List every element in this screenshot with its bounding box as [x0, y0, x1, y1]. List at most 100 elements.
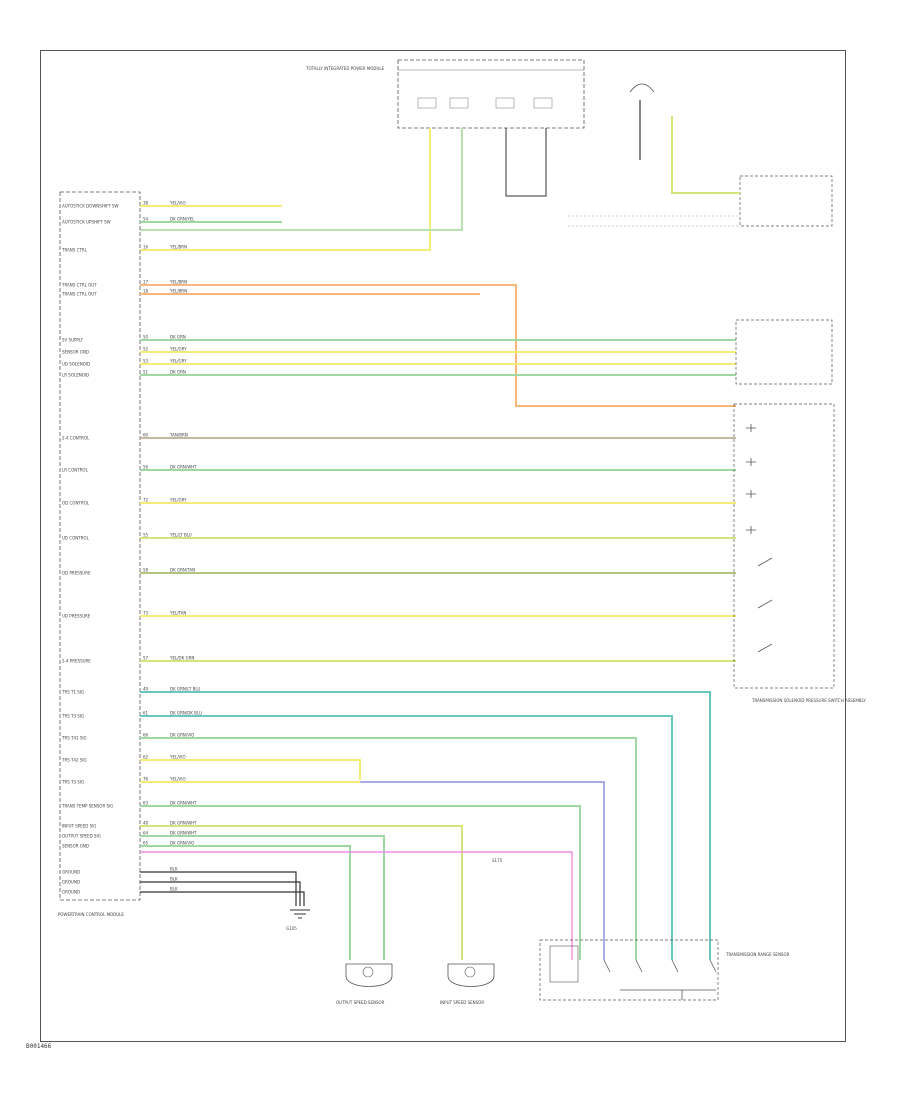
- pcm-pin-label: 2-4 CONTROL: [62, 436, 90, 441]
- wire-color-code: YEL/BRN: [169, 245, 187, 250]
- wire-color-code: TAN/BRN: [169, 433, 188, 438]
- wire-color-code: DK GRN/LT BLU: [170, 687, 200, 692]
- fuse-module-label: TOTALLY INTEGRATED POWER MODULE: [305, 66, 385, 71]
- wire-color-code: DK GRN/WHT: [170, 465, 197, 470]
- pcm-pin-number: 52: [143, 347, 149, 352]
- solenoid-pack-label: TRANSMISSION SOLENOID PRESSURE SWITCH AS…: [751, 698, 866, 703]
- pcm-pin-label: GROUND: [62, 890, 80, 895]
- pcm-pin-label: AUTOSTICK UPSHIFT SW: [62, 220, 111, 225]
- wire-color-code: DK GRN/VIO: [170, 733, 194, 738]
- pcm-pin-number: 64: [143, 831, 149, 836]
- wire-fuse-yellow: [140, 128, 431, 251]
- wire-fuse-blk-1: [505, 128, 547, 197]
- wire-color-code: YEL/BRN: [169, 289, 187, 294]
- diagram-frame: [40, 50, 846, 1042]
- pcm-pin-label: INPUT SPEED SIG: [62, 824, 96, 829]
- trans-temp-box: [549, 945, 579, 983]
- wire-trs-blue: [360, 781, 605, 960]
- wire-color-code: DK GRN/DK BLU: [170, 711, 202, 716]
- wire-color-code: BLK: [170, 867, 178, 872]
- pcm-pin-label: AUTOSTICK DOWNSHIFT SW: [62, 204, 118, 209]
- pcm-pin-number: 57: [143, 656, 149, 661]
- pcm-pin-label: 2-4 PRESSURE: [62, 659, 91, 664]
- pcm-pin-number: 63: [143, 801, 149, 806]
- pcm-pin-label: TRS T1 SIG: [61, 690, 84, 695]
- pcm-pin-number: 61: [143, 711, 149, 716]
- pcm-pin-label: SENSOR GND: [62, 350, 89, 355]
- pcm-pin-number: 62: [143, 755, 149, 760]
- pcm-pin-number: 18: [143, 289, 149, 294]
- wire-color-code: BLK: [170, 887, 178, 892]
- splice-label: S175: [492, 858, 503, 863]
- wire-color-code: DK GRN/WHT: [170, 801, 197, 806]
- trs-sensor-box: [539, 939, 719, 1001]
- wire-color-code: YEL/VIO: [169, 201, 186, 206]
- pcm-pin-number: 53: [143, 359, 149, 364]
- wire-color-code: DK GRN: [170, 335, 186, 340]
- wire-color-code: YEL/VIO: [169, 777, 186, 782]
- wire-trs-yellow: [671, 116, 740, 194]
- wire-color-code: YEL/DK GRN: [169, 656, 194, 661]
- wire-fuse-green: [140, 128, 463, 231]
- pcm-pin-label: SENSOR GND: [62, 844, 89, 849]
- pcm-pin-number: 17: [143, 280, 149, 285]
- wire-trs-t3: [140, 715, 673, 960]
- pcm-pin-label: TRS T42 SIG: [61, 758, 87, 763]
- pcm-pin-number: 50: [143, 335, 149, 340]
- pcm-pin-label: TRANS TEMP SENSOR SIG: [61, 804, 113, 809]
- solenoid-pack-box: [733, 403, 835, 689]
- pcm-pin-label: UD CONTROL: [62, 536, 90, 541]
- wire-trans-ctrl-orange: [140, 284, 736, 407]
- pcm-pin-number: 65: [143, 841, 149, 846]
- pcm-pin-number: 76: [143, 777, 149, 782]
- pcm-pin-number: 49: [143, 687, 149, 692]
- wire-color-code: DK GRN/TAN: [170, 568, 195, 573]
- pcm-pin-label: TRANS CTRL: [61, 248, 88, 253]
- wire-color-code: DK GRN/YEL: [170, 217, 195, 222]
- pcm-pin-label: LR SOLENOID: [62, 373, 89, 378]
- pcm-pin-number: 54: [143, 217, 149, 222]
- pcm-pin-number: 48: [143, 821, 149, 826]
- wire-ground-1: [140, 871, 297, 906]
- wire-color-code: BLK: [170, 877, 178, 882]
- pcm-pin-label: OD CONTROL: [62, 501, 90, 506]
- output-speed-sensor-label: OUTPUT SPEED SENSOR: [336, 1000, 385, 1005]
- pcm-pin-number: 72: [143, 498, 149, 503]
- wire-color-code: YEL/VIO: [169, 755, 186, 760]
- pcm-box: [59, 191, 141, 901]
- wire-color-code: DK GRN/VIO: [170, 841, 194, 846]
- ground-symbol: [290, 909, 310, 919]
- wire-output-speed: [140, 835, 385, 960]
- pcm-pin-number: 56: [143, 465, 149, 470]
- trs-contacts: [603, 959, 717, 1000]
- pcm-pin-number: 38: [143, 201, 149, 206]
- pcm-pin-number: 16: [143, 245, 149, 250]
- wire-color-code: YEL/TAN: [169, 611, 186, 616]
- pcm-pin-label: TRS T41 SIG: [61, 736, 87, 741]
- pcm-pin-label: OD PRESSURE: [62, 571, 91, 576]
- pcm-pin-number: 58: [143, 568, 149, 573]
- wire-color-code: YEL/LT BLU: [169, 533, 192, 538]
- wire-color-code: DK GRN/WHT: [170, 821, 197, 826]
- wire-color-code: DK GRN/WHT: [170, 831, 197, 836]
- pcm-pin-label: TRANS CTRL OUT: [61, 292, 97, 297]
- wire-color-code: YEL/GRY: [169, 359, 187, 364]
- fuse-module-fuses: [417, 97, 553, 109]
- input-speed-sensor: [447, 963, 495, 987]
- pcm-pin-number: 73: [143, 611, 149, 616]
- wire-trs-t1: [140, 691, 711, 960]
- trs-connector-box: [739, 175, 833, 227]
- wire-trans-temp: [140, 805, 581, 960]
- pcm-pin-number: 55: [143, 533, 149, 538]
- fuse-module-box: [397, 59, 585, 129]
- pcm-pin-number: 60: [143, 433, 149, 438]
- range-connector-box: [735, 319, 833, 385]
- wire-ground-2: [140, 881, 301, 906]
- wire-sensor-gnd-2: [140, 845, 351, 960]
- pcm-pin-label: TRS T3 SIG: [61, 714, 84, 719]
- wire-color-code: YEL/GRY: [169, 347, 187, 352]
- input-speed-sensor-label: INPUT SPEED SENSOR: [440, 1000, 484, 1005]
- trs-sensor-label: TRANSMISSION RANGE SENSOR: [725, 952, 790, 957]
